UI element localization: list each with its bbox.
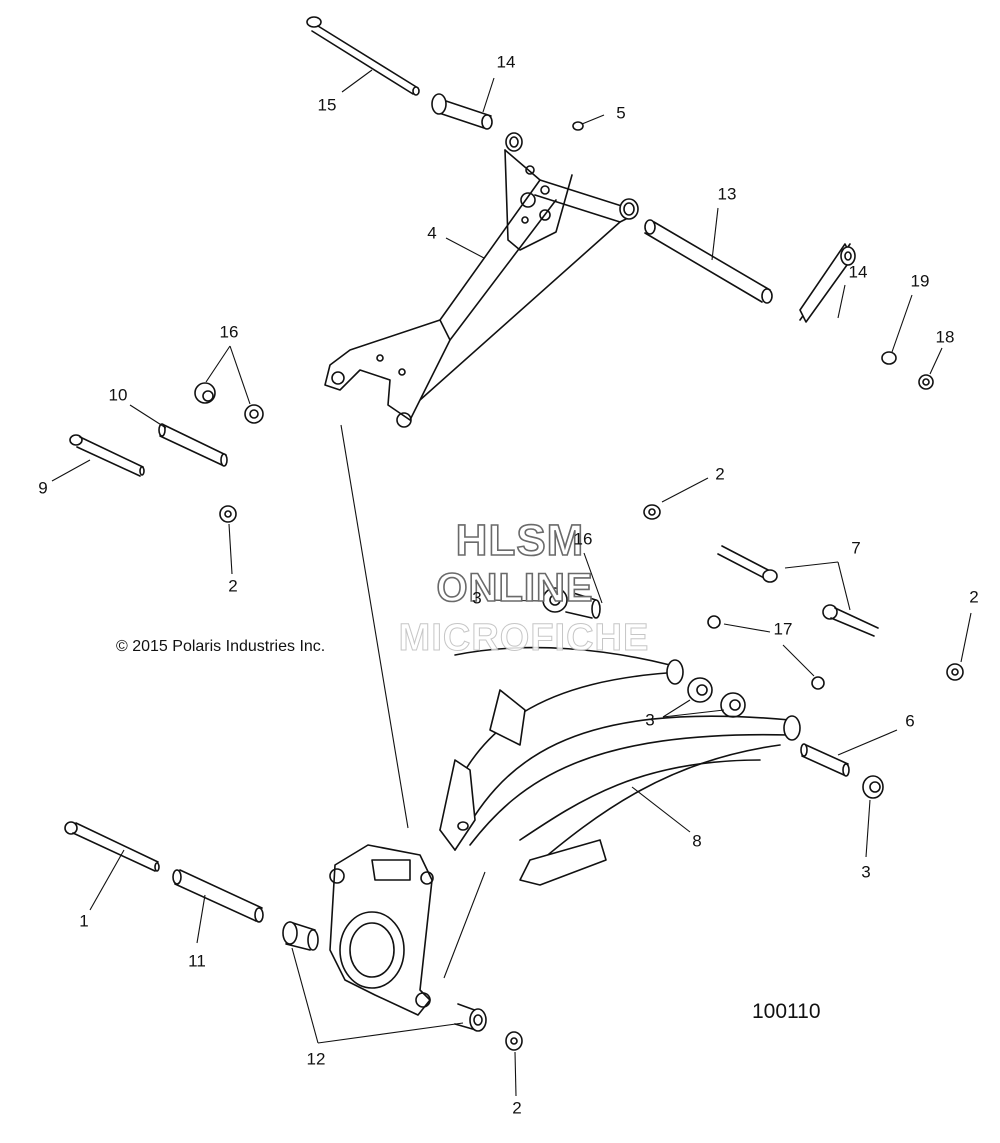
- bushing-12-right: [454, 1003, 487, 1032]
- callout-6-upper: 16: [573, 529, 593, 549]
- figure-id: 100110: [752, 1000, 821, 1023]
- callout-5: 5: [616, 103, 626, 123]
- callout-3-mid: 3: [645, 710, 655, 730]
- callout-13: 13: [717, 184, 737, 204]
- callout-6-right: 6: [905, 711, 915, 731]
- knuckle-hub: [329, 844, 434, 1016]
- callout-17: 17: [773, 619, 793, 639]
- nut-18: [918, 374, 934, 390]
- bolt-7-lower: [822, 604, 879, 637]
- callout-2-left: 2: [228, 576, 238, 596]
- upper-a-arm-4: [324, 132, 639, 428]
- bushing-14-top: [431, 93, 493, 130]
- callout-11: 11: [188, 951, 206, 971]
- nut-2-bottom: [505, 1031, 523, 1051]
- bolt-9: [69, 434, 145, 477]
- tube-10: [158, 423, 228, 467]
- nut-2-right: [946, 663, 964, 681]
- watermark-line-3: MICROFICHE: [398, 617, 650, 660]
- callout-16: 16: [219, 322, 239, 342]
- callout-15: 15: [317, 95, 337, 115]
- nut-16-right: [244, 404, 264, 424]
- bushing-3-right: [862, 775, 884, 799]
- callout-2-right: 2: [969, 587, 979, 607]
- callout-10: 10: [108, 385, 128, 405]
- bushing-14-right: [799, 243, 856, 323]
- bolt-15: [306, 16, 420, 96]
- copyright-notice: © 2015 Polaris Industries Inc.: [116, 638, 326, 655]
- callout-12: 12: [306, 1049, 326, 1069]
- watermark-line-2: ONLINE: [436, 565, 594, 611]
- trailing-arm-8: [439, 646, 801, 886]
- callout-14-right: 14: [848, 262, 868, 282]
- tube-13: [644, 219, 773, 304]
- nut-5: [572, 121, 584, 131]
- callout-19: 19: [910, 271, 930, 291]
- callout-2-upper: 2: [715, 464, 725, 484]
- grease-fitting-17-b: [811, 676, 825, 690]
- sleeve-6-upper: [565, 591, 601, 619]
- nut-2-left: [219, 505, 237, 523]
- callout-8: 8: [692, 831, 702, 851]
- grease-fitting-17-a: [707, 615, 721, 629]
- nut-16-left: [194, 382, 216, 404]
- bushing-3-a: [687, 677, 713, 703]
- bushing-3-upper: [542, 587, 568, 613]
- callout-2-bottom: 2: [512, 1098, 522, 1118]
- callout-14-top: 14: [496, 52, 516, 72]
- callout-4: 4: [427, 223, 437, 243]
- callout-9: 9: [38, 478, 48, 498]
- callout-3-upper: 3: [472, 588, 482, 608]
- callout-7: 7: [851, 538, 861, 558]
- watermark-line-1: HLSM: [455, 515, 585, 566]
- nut-2-upper: [643, 504, 661, 520]
- sleeve-6-right: [800, 743, 850, 777]
- washer-19: [881, 351, 897, 365]
- bushing-12-left: [282, 921, 319, 951]
- callout-18: 18: [935, 327, 955, 347]
- bushing-3-b: [720, 692, 746, 718]
- callout-1: 1: [79, 911, 89, 931]
- bolt-1: [64, 821, 160, 872]
- callout-3-right: 3: [861, 862, 871, 882]
- bolt-7-upper: [717, 545, 778, 583]
- tube-11: [172, 869, 264, 923]
